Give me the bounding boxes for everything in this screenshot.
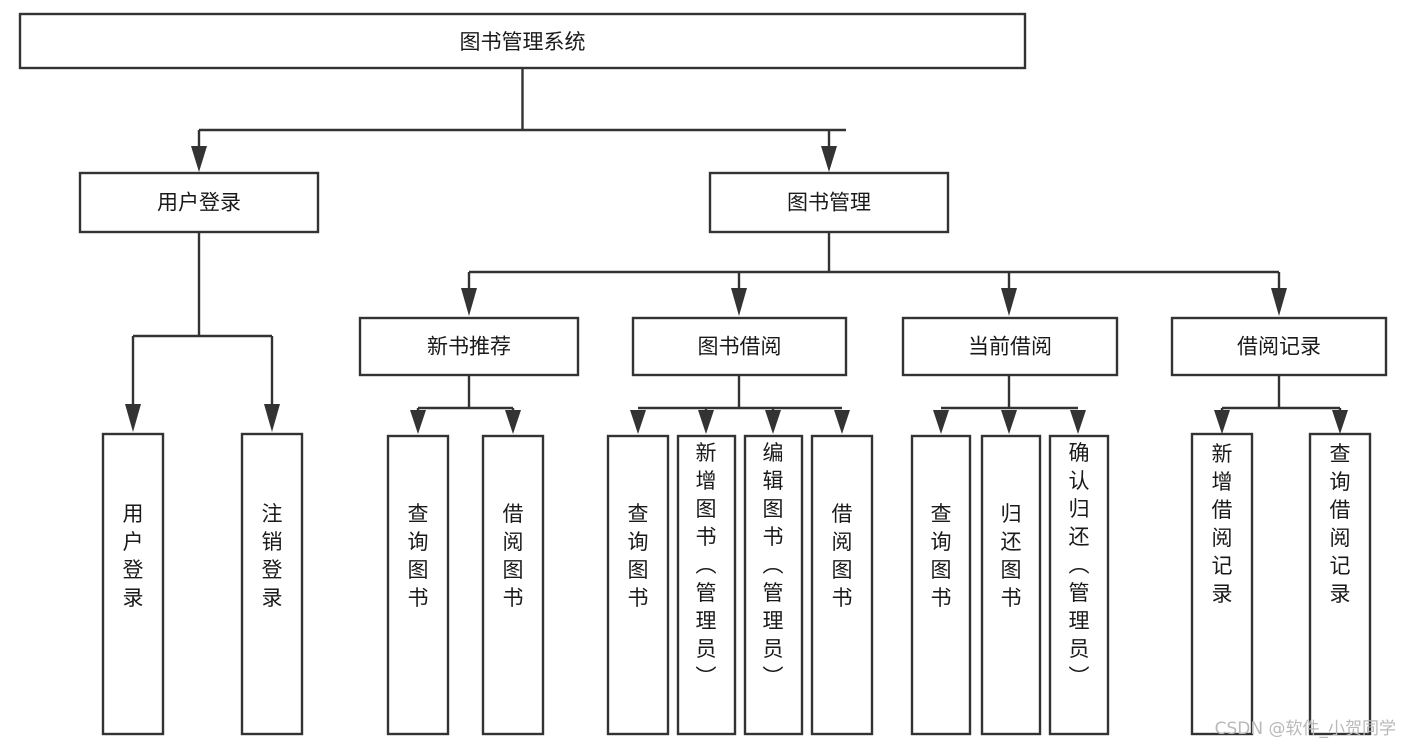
- arrow-head-leaf-13: [1332, 410, 1348, 434]
- node-current-borrow[interactable]: 当前借阅: [901, 316, 1119, 377]
- node-leaf-1-box[interactable]: [101, 432, 165, 736]
- node-leaf-8[interactable]: 借阅图书: [810, 434, 874, 736]
- node-book-borrow[interactable]: 图书借阅: [631, 316, 848, 377]
- arrow-head-leaf-5: [630, 410, 646, 434]
- node-leaf-4-box[interactable]: [481, 434, 545, 736]
- node-leaf-6-label: 新增图书︵管理员︶: [696, 441, 717, 689]
- node-leaf-6[interactable]: 新增图书︵管理员︶: [676, 434, 737, 736]
- node-leaf-10-box[interactable]: [980, 434, 1042, 736]
- node-leaf-4-label: 借阅图书: [503, 502, 524, 610]
- arrow-head-leaf-10: [1001, 410, 1017, 434]
- node-leaf-1-label: 用户登录: [123, 502, 144, 610]
- node-leaf-12-box[interactable]: [1190, 432, 1254, 736]
- node-leaf-7[interactable]: 编辑图书︵管理员︶: [743, 434, 804, 736]
- node-book-manage[interactable]: 图书管理: [708, 171, 950, 234]
- node-new-book-rec[interactable]: 新书推荐: [358, 316, 580, 377]
- node-borrow-record[interactable]: 借阅记录: [1170, 316, 1388, 377]
- node-leaf-5-box[interactable]: [606, 434, 670, 736]
- arrow-head-new-book-rec: [461, 288, 477, 316]
- node-leaf-2[interactable]: 注销登录: [240, 432, 304, 736]
- node-leaf-13[interactable]: 查询借阅记录: [1308, 432, 1372, 736]
- arrow-head-leaf-11: [1070, 410, 1086, 434]
- arrow-head-user-login: [191, 146, 207, 172]
- node-book-borrow-box[interactable]: [631, 316, 848, 377]
- arrow-head-leaf-12: [1214, 410, 1230, 434]
- node-leaf-7-box[interactable]: [743, 434, 804, 736]
- node-root-label: 图书管理系统: [460, 30, 586, 54]
- node-leaf-9[interactable]: 查询图书: [910, 434, 972, 736]
- node-leaf-9-box[interactable]: [910, 434, 972, 736]
- node-leaf-10[interactable]: 归还图书: [980, 434, 1042, 736]
- node-leaf-12[interactable]: 新增借阅记录: [1190, 432, 1254, 736]
- node-leaf-9-label: 查询图书: [931, 502, 952, 610]
- node-user-login-label: 用户登录: [157, 191, 241, 215]
- node-leaf-2-box[interactable]: [240, 432, 304, 736]
- node-current-borrow-label: 当前借阅: [968, 335, 1052, 359]
- node-book-manage-label: 图书管理: [787, 191, 871, 215]
- node-book-borrow-label: 图书借阅: [698, 335, 782, 359]
- arrow-head-borrow-record: [1271, 288, 1287, 316]
- arrow-head-book-borrow: [731, 288, 747, 316]
- node-leaf-5-label: 查询图书: [628, 502, 649, 610]
- arrow-head-leaf-7: [765, 410, 781, 434]
- node-leaf-10-label: 归还图书: [1001, 502, 1022, 610]
- node-leaf-8-box[interactable]: [810, 434, 874, 736]
- arrow-head-leaf-1: [125, 404, 141, 432]
- arrow-head-leaf-9: [933, 410, 949, 434]
- node-leaf-12-label: 新增借阅记录: [1212, 442, 1233, 606]
- node-leaf-11-box[interactable]: [1048, 434, 1110, 736]
- arrow-head-current-borrow: [1001, 288, 1017, 316]
- arrow-head-leaf-8: [834, 410, 850, 434]
- node-leaf-3-box[interactable]: [386, 434, 450, 736]
- connector-layer: [125, 68, 1348, 434]
- node-leaf-13-box[interactable]: [1308, 432, 1372, 736]
- node-leaf-1[interactable]: 用户登录: [101, 432, 165, 736]
- node-leaf-5[interactable]: 查询图书: [606, 434, 670, 736]
- node-new-book-rec-box[interactable]: [358, 316, 580, 377]
- node-borrow-record-label: 借阅记录: [1237, 335, 1321, 359]
- arrow-head-book-manage: [821, 146, 837, 172]
- arrow-head-leaf-2: [264, 404, 280, 432]
- node-current-borrow-box[interactable]: [901, 316, 1119, 377]
- watermark-label: CSDN @软件_小贺同学: [1215, 719, 1396, 739]
- node-borrow-record-box[interactable]: [1170, 316, 1388, 377]
- node-leaf-8-label: 借阅图书: [832, 502, 853, 610]
- node-user-login-box[interactable]: [78, 171, 320, 234]
- node-leaf-3[interactable]: 查询图书: [386, 434, 450, 736]
- node-leaf-4[interactable]: 借阅图书: [481, 434, 545, 736]
- node-leaf-13-label: 查询借阅记录: [1330, 442, 1351, 606]
- node-leaf-11[interactable]: 确认归还︵管理员︶: [1048, 434, 1110, 736]
- node-user-login[interactable]: 用户登录: [78, 171, 320, 234]
- arrow-head-leaf-3: [410, 410, 426, 434]
- node-leaf-7-label: 编辑图书︵管理员︶: [763, 441, 784, 689]
- node-book-manage-box[interactable]: [708, 171, 950, 234]
- node-new-book-rec-label: 新书推荐: [427, 335, 511, 359]
- arrow-head-leaf-6: [698, 410, 714, 434]
- node-leaf-2-label: 注销登录: [262, 502, 283, 610]
- node-leaf-3-label: 查询图书: [408, 502, 429, 610]
- node-leaf-6-box[interactable]: [676, 434, 737, 736]
- node-leaf-11-label: 确认归还︵管理员︶: [1069, 441, 1090, 689]
- arrow-head-leaf-4: [505, 410, 521, 434]
- node-root[interactable]: 图书管理系统: [18, 12, 1027, 70]
- node-root-box[interactable]: [18, 12, 1027, 70]
